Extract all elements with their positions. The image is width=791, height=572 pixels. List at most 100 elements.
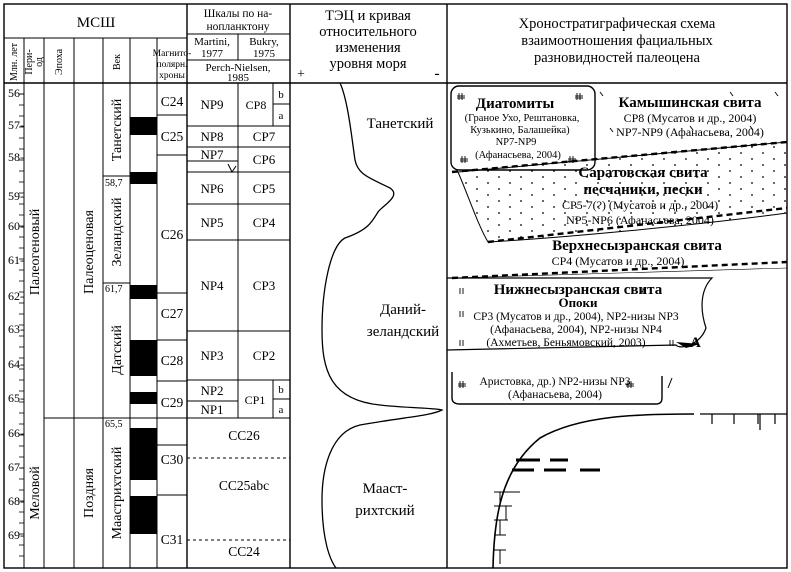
cp-zone-label: CP4 [253,215,276,230]
chron-label: C31 [161,532,184,547]
cc-zone-label: CC25abc [219,478,269,493]
diatom-line-2: Кузькино, Балашейка) [470,125,570,136]
ar-line-2: (Афанасьева, 2004) [508,389,602,401]
tec-title-4: уровня моря [330,56,407,72]
bukry-label: Bukry, [249,36,279,48]
vn-line-1: CP4 (Мусатов и др., 2004) [552,254,685,268]
boundary-58-7: 58,7 [105,178,123,189]
boundary-61-7: 61,7 [105,284,123,295]
mark-a: A [690,335,701,351]
boundary-65-5: 65,5 [105,419,123,430]
plankton-header [187,33,290,61]
diatom-title: Диатомиты [476,96,555,112]
chron-labels: C24 C25 C26 C27 C28 C29 C30 C31 [161,94,184,547]
ma-tick: 60- [8,219,24,233]
tec-maastr-1: Мааст- [363,481,408,497]
tec-title-3: изменения [335,40,401,56]
minus-sign: - [434,65,439,82]
epoch-late: Поздняя [82,468,97,518]
perch-label: Perch-Nielsen, [205,62,270,74]
chron-label: C26 [161,227,184,242]
magneto-header-3: хроны [159,71,185,81]
tec-title-2: относительного [319,24,416,40]
cretaceous-ticks [700,413,787,430]
np-zone-label: NP1 [200,402,223,417]
period-cretaceous: Меловой [28,466,43,520]
chrono-title-3: разновидностей палеоцена [534,50,701,66]
cp-zone-labels: CP8 b a CP7 CP6 CP5 CP4 CP3 CP2 CP1 b a [245,89,285,416]
age-maastrichtian: Маастрихтский [110,446,125,539]
msh-title: МСШ [77,15,115,31]
magneto-header-1: Магнито- [153,49,192,59]
tec-danian-1: Даний- [380,302,426,318]
diatom-line-1: (Граное Ухо, Рештановка, [465,113,580,124]
bottom-marker-line [451,267,788,279]
chron-label: C24 [161,94,184,109]
tec-title-1: ТЭЦ и кривая [325,8,411,24]
sar-title-1: Саратовская свита [578,165,708,181]
nn-line-2: (Афанасьева, 2004), NP2-низы NP4 [490,324,662,336]
ma-header: Млн. лет [9,42,20,81]
chron-label: C28 [161,353,184,368]
cp-zone-label: CP5 [253,181,275,196]
np-zone-label: NP4 [200,278,224,293]
ma-tick: 59- [8,189,24,203]
sea-level-curve [321,82,444,569]
chron-label: C30 [161,452,184,467]
np-zone-label: NP6 [200,181,224,196]
plus-sign: + [297,67,305,82]
sar-title-2: песчаники, пески [583,182,703,198]
table-frame [3,3,788,569]
opoki-outline [446,277,714,351]
ma-tick: 65- [8,391,24,405]
msh-boundaries [44,175,157,419]
cp-zone-label: CP3 [253,278,275,293]
aristovka-box [451,372,663,405]
diatom-line-3: NP7-NP9 [496,137,537,148]
nn-sub: Опоки [558,295,598,310]
age-danian: Датский [110,325,125,375]
brick-pattern [494,491,520,564]
tec-maastr-2: рихтский [355,503,414,519]
diatomite-box [450,85,596,171]
chron-label: C25 [161,129,184,144]
np-zone-label: NP3 [200,348,223,363]
np-zone-label: NP9 [200,97,223,112]
period-header-1: Пери- [24,49,35,74]
chron-label: C29 [161,395,184,410]
lith-glyphs [457,91,779,388]
np-zone-labels: NP9 NP8 NP7 NP6 NP5 NP4 NP3 NP2 NP1 [200,97,224,417]
chrono-title-1: Хроностратиграфическая схема [519,16,716,32]
epoch-paleocene: Палеоценовая [82,209,97,293]
facies-boundaries [451,140,788,280]
cp-zone-label: CP1 [245,393,266,407]
magneto-header-2: полярн. [156,60,187,70]
sar-line-1: CP5-7(?) (Мусатов и др., 2004) [562,198,718,212]
cp-zone-label: CP2 [253,348,275,363]
age-selandian: Зеландский [110,197,125,267]
ma-tick: 63- [8,322,24,336]
ma-tick: 68- [8,494,24,508]
kam-line-1: CP8 (Мусатов и др., 2004) [624,111,757,125]
ma-tick: 62- [8,289,24,303]
sar-line-2: NP5-NP6 (Афанасьева, 2004) [566,213,714,227]
cc-zone-label: CC26 [228,428,260,443]
plankton-title-2: нопланктону [206,21,269,33]
cp-zone-label: b [278,384,284,396]
epoch-header: Эпоха [54,48,65,75]
cp-zone-label: CP6 [253,152,276,167]
polarity-bars [130,117,157,534]
ma-tick: 67- [8,460,24,474]
bukry-year: 1975 [253,48,276,60]
nn-line-3: (Ахметьев, Беньямовский, 2003) [486,337,645,349]
ma-minor-ticks [19,93,24,557]
chrono-title-2: взаимоотношения фациальных [521,33,713,49]
plankton-title-1: Шкалы по на- [204,8,273,20]
tec-labels: Танетский Даний- зеландский Мааст- рихтс… [355,116,439,519]
cretaceous-curve [492,413,695,569]
perch-year: 1985 [227,72,250,84]
np-zone-label: NP8 [200,129,223,144]
ar-line-1: Аристовка, др.) NP2-низы NP3 [480,376,631,388]
